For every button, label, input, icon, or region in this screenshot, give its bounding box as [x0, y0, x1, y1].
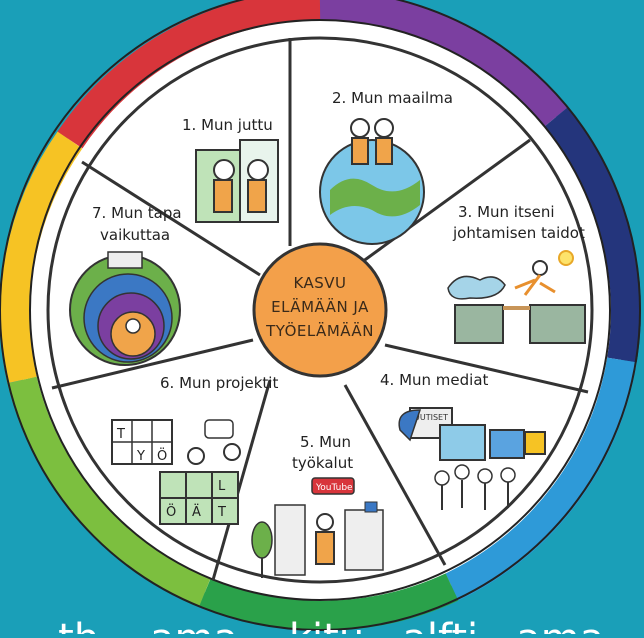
city-tools-icon: YouTube [251, 477, 384, 578]
block-letter-t: T [116, 427, 125, 442]
segment-5-label-line1: 5. Mun [300, 433, 351, 451]
segment-1-label: 1. Mun juttu [182, 116, 273, 134]
ring-arc-green [199, 573, 459, 631]
footer-partial-text: ...th ...ama ...kitu...alfti...ama...! [20, 616, 644, 634]
segment-7[interactable]: 7. Mun tapa vaikuttaa [69, 204, 182, 366]
segment-3-label-line2: johtamisen taidot [452, 224, 585, 242]
divider-6 [51, 338, 254, 390]
segment-2[interactable]: 2. Mun maailma [319, 89, 453, 245]
media-crowd-icon: UUTISET [398, 407, 546, 510]
segment-5-label-line2: työkalut [292, 454, 353, 472]
block-letter-o2: Ö [166, 503, 176, 520]
block-letter-y: Y [136, 449, 145, 464]
divider-5 [211, 379, 272, 581]
segment-2-label: 2. Mun maailma [332, 89, 453, 107]
ring-arc-lightgreen [7, 376, 211, 606]
segment-7-label-line1: 7. Mun tapa [92, 204, 182, 222]
ring-arc-navy [544, 107, 641, 363]
ring-arc-lightblue [445, 357, 637, 601]
center-line-1: KASVU [293, 274, 346, 292]
newspaper-text: UUTISET [414, 413, 448, 422]
center-line-2: ELÄMÄÄN JA [271, 297, 369, 316]
block-letter-t2: T [217, 505, 226, 520]
center-line-3: TYÖELÄMÄÄN [265, 321, 374, 340]
segment-4[interactable]: 4. Mun mediat UUTISET [380, 371, 546, 510]
segment-dividers [51, 38, 589, 581]
block-letter-a: Ä [192, 504, 201, 520]
segment-3[interactable]: 3. Mun itseni johtamisen taidot [447, 203, 586, 344]
ring-arc-yellow [0, 131, 83, 384]
nested-circles-icon [69, 251, 181, 366]
block-letter-o: Ö [157, 447, 167, 464]
segment-6-label: 6. Mun projektit [160, 374, 278, 392]
segment-6[interactable]: 6. Mun projektit T Y Ö L Ä Ö T [111, 374, 278, 525]
bridge-jump-icon [447, 250, 586, 344]
segment-1[interactable]: 1. Mun juttu [182, 116, 279, 223]
block-letter-l: L [218, 479, 226, 494]
ring-arc-red [57, 0, 321, 149]
segment-3-label-line1: 3. Mun itseni [458, 203, 555, 221]
ring-arc-purple [319, 0, 568, 127]
globe-people-icon [319, 118, 425, 245]
youtube-logo-text: YouTube [315, 483, 353, 493]
mirror-people-icon [195, 139, 279, 223]
blocks-team-icon: T Y Ö L Ä Ö T [111, 419, 241, 525]
divider-4 [343, 384, 447, 566]
ring-inner-outline [29, 19, 611, 601]
divider-7 [81, 160, 261, 277]
segment-5[interactable]: 5. Mun työkalut YouTube [251, 433, 384, 578]
center-hub: KASVU ELÄMÄÄN JA TYÖELÄMÄÄN [252, 242, 388, 378]
divider-3 [384, 343, 589, 394]
center-circle [252, 242, 388, 378]
segment-4-label: 4. Mun mediat [380, 371, 489, 389]
segment-7-label-line2: vaikuttaa [100, 226, 170, 244]
